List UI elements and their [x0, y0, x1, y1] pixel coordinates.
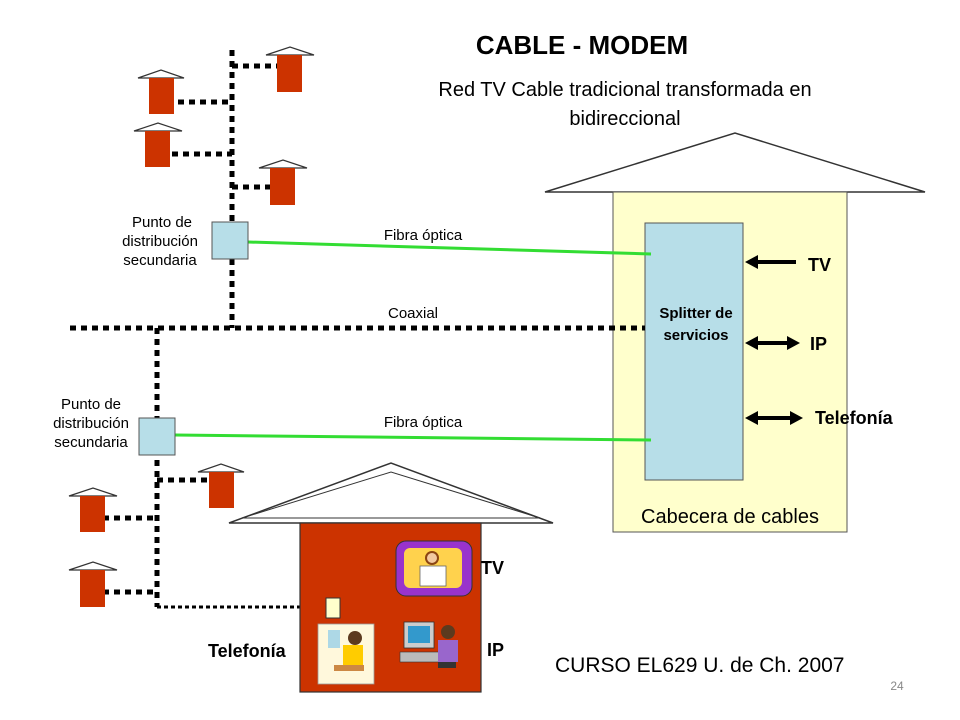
service-telefonia-label: Telefonía: [815, 408, 894, 428]
house-icon: [265, 46, 315, 92]
splitter-label-line-2: servicios: [663, 327, 728, 344]
fiber-label-upper: Fibra óptica: [384, 227, 463, 244]
distribution-node-upper: [211, 221, 249, 260]
dist-lower-line-1: Punto de: [61, 396, 121, 413]
fiber-label-lower: Fibra óptica: [384, 414, 463, 431]
tv-arrow: [745, 255, 796, 269]
ip-arrow: [745, 336, 800, 350]
course-footer: CURSO EL629 U. de Ch. 2007: [555, 654, 845, 677]
dist-upper-line-2: distribución: [122, 233, 198, 250]
house-icon: [133, 122, 183, 167]
coax-label: Coaxial: [388, 305, 438, 322]
slide-title: CABLE - MODEM: [476, 30, 688, 60]
dist-lower-line-3: secundaria: [54, 434, 128, 451]
customer-home-roof-inner: [241, 471, 541, 519]
distribution-node-lower: [138, 417, 176, 456]
home-tv-label: TV: [481, 558, 504, 578]
subtitle-line-1: Red TV Cable tradicional transformada en: [438, 79, 811, 101]
dist-lower-line-2: distribución: [53, 415, 129, 432]
subtitle-line-2: bidireccional: [569, 108, 680, 130]
house-icon: [258, 159, 308, 205]
house-icon: [68, 561, 118, 607]
page-number: 24: [890, 679, 904, 693]
cable-modem: [325, 597, 341, 619]
service-tv-label: TV: [808, 255, 831, 275]
headend-roof: [544, 132, 926, 193]
computer-user-icon: [399, 621, 458, 668]
house-icon: [68, 487, 118, 532]
telefonia-arrow: [745, 411, 803, 425]
home-ip-label: IP: [487, 640, 504, 660]
splitter-box: [644, 222, 744, 481]
television-icon: [395, 540, 473, 597]
house-icon: [137, 69, 185, 114]
home-telefonia-label: Telefonía: [208, 641, 287, 661]
fiber-line-upper: [247, 240, 652, 256]
fiber-line-lower: [174, 433, 652, 442]
headend-label: Cabecera de cables: [641, 506, 819, 528]
service-ip-label: IP: [810, 334, 827, 354]
dist-upper-line-1: Punto de: [132, 214, 192, 231]
house-icon: [197, 463, 245, 508]
dist-upper-line-3: secundaria: [123, 252, 197, 269]
coaxial-network: [70, 50, 645, 607]
telephone-user-icon: [317, 623, 375, 685]
splitter-label-line-1: Splitter de: [659, 305, 732, 322]
